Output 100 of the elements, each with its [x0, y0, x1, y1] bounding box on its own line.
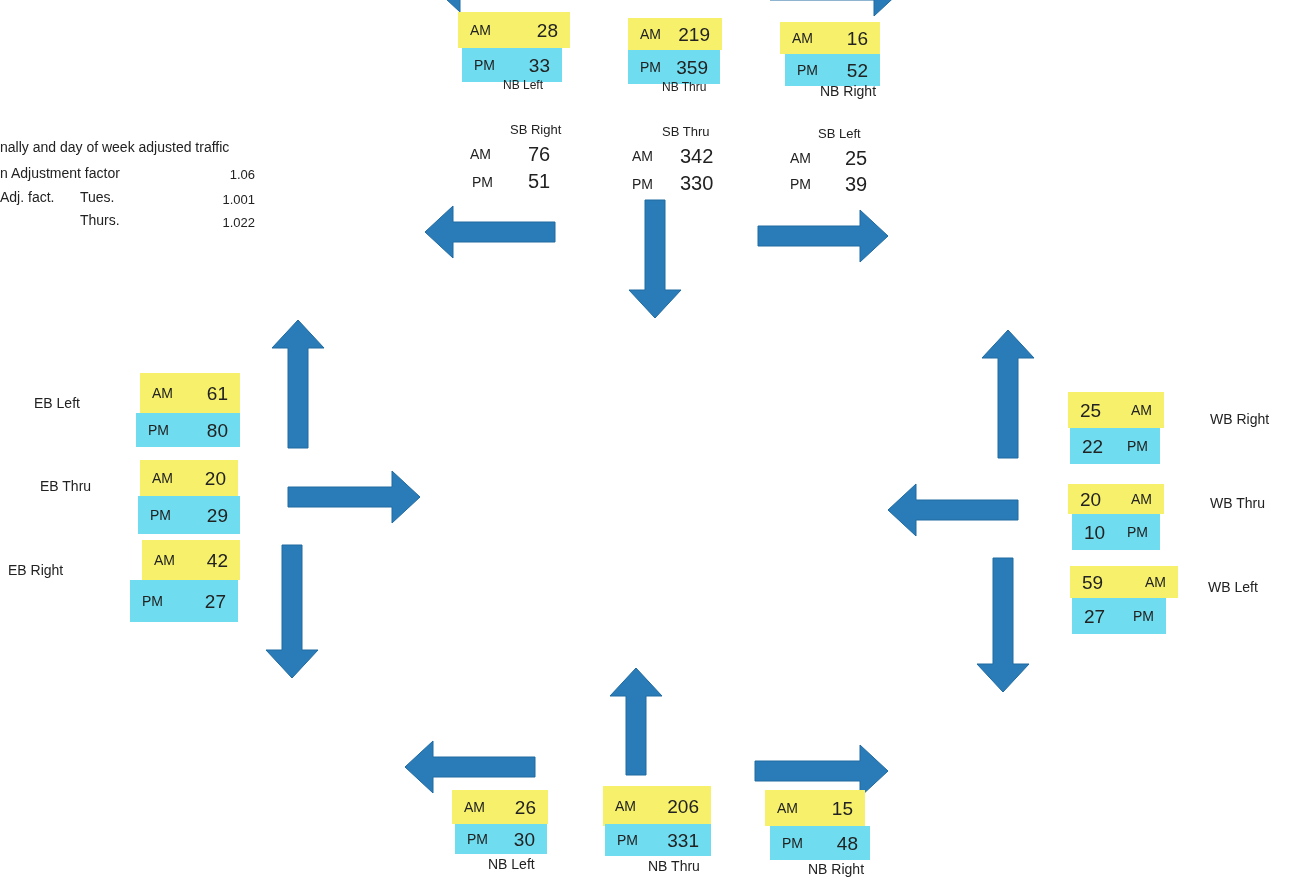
period-label: AM	[792, 31, 813, 45]
period-label: AM	[152, 386, 173, 400]
movement-label: EB Right	[8, 563, 64, 577]
period-label: PM	[797, 63, 818, 77]
factor-value: 1.001	[222, 193, 255, 206]
note-text: Thurs.	[80, 213, 120, 227]
movement-label: NB Left	[503, 79, 544, 91]
am-count-highlight	[140, 460, 238, 496]
period-label: PM	[640, 60, 661, 74]
period-label: AM	[640, 27, 661, 41]
movement-label: NB Right	[820, 84, 877, 98]
period-label: AM	[615, 799, 636, 813]
movement-label: WB Right	[1210, 412, 1270, 426]
period-label: AM	[464, 800, 485, 814]
am-count-highlight	[1070, 566, 1178, 598]
count-value: 27	[1084, 606, 1106, 626]
count-value: 206	[667, 796, 699, 816]
pm-count-highlight	[770, 826, 870, 860]
period-label: AM	[632, 149, 653, 163]
movement-label: NB Right	[808, 862, 865, 876]
period-label: PM	[142, 594, 163, 608]
am-count-highlight	[628, 18, 722, 50]
movement-label: EB Thru	[40, 479, 92, 493]
period-label: AM	[790, 151, 811, 165]
period-label: AM	[777, 801, 798, 815]
period-label: PM	[150, 508, 171, 522]
count-value: 33	[528, 55, 550, 75]
pm-count-highlight	[628, 50, 720, 84]
factor-value: 1.022	[222, 216, 255, 229]
count-value: 39	[845, 174, 868, 194]
am-count-highlight	[603, 786, 711, 826]
pm-count-highlight	[462, 48, 562, 82]
period-label: PM	[148, 423, 169, 437]
count-value: 25	[1080, 400, 1102, 420]
pm-count-highlight	[785, 54, 880, 86]
period-label: AM	[1131, 492, 1152, 506]
period-label: AM	[1131, 403, 1152, 417]
pm-count-highlight	[1072, 598, 1166, 634]
factor-value: 1.06	[229, 168, 255, 181]
count-value: 30	[513, 829, 535, 849]
movement-label: SB Right	[510, 123, 562, 136]
movement-label: SB Thru	[662, 125, 710, 138]
movement-label: SB Left	[818, 127, 861, 140]
period-label: PM	[1127, 525, 1148, 539]
pm-count-highlight	[1072, 514, 1160, 550]
count-value: 28	[536, 20, 558, 40]
count-value: 59	[1082, 572, 1104, 592]
count-value: 26	[514, 797, 536, 817]
count-value: 52	[846, 60, 868, 80]
am-count-highlight	[1068, 484, 1164, 514]
count-value: 15	[831, 798, 853, 818]
am-count-highlight	[140, 373, 240, 413]
period-label: PM	[1127, 439, 1148, 453]
note-text: n Adjustment factor	[0, 166, 120, 180]
count-value: 359	[676, 57, 708, 77]
count-value: 10	[1084, 522, 1106, 542]
count-value: 48	[836, 833, 858, 853]
am-count-highlight	[780, 22, 880, 54]
movement-label: WB Left	[1208, 580, 1258, 594]
am-count-highlight	[1068, 392, 1164, 428]
period-label: PM	[474, 58, 495, 72]
am-count-highlight	[142, 540, 240, 580]
count-value: 51	[528, 171, 551, 191]
count-value: 342	[680, 146, 714, 166]
am-count-highlight	[765, 790, 865, 826]
period-label: AM	[1145, 575, 1166, 589]
pm-count-highlight	[138, 496, 240, 534]
note-text: nally and day of week adjusted traffic	[0, 140, 230, 154]
count-value: 80	[206, 420, 228, 440]
period-label: AM	[152, 471, 173, 485]
movement-label: NB Thru	[648, 859, 700, 873]
am-count-highlight	[458, 12, 570, 48]
period-label: PM	[782, 836, 803, 850]
count-value: 20	[1080, 489, 1102, 509]
period-label: PM	[467, 832, 488, 846]
note-text: Tues.	[80, 190, 115, 204]
count-value: 330	[680, 173, 714, 193]
count-value: 219	[678, 24, 710, 44]
pm-count-highlight	[605, 824, 711, 856]
pm-count-highlight	[1070, 428, 1160, 464]
count-value: 331	[667, 830, 699, 850]
pm-count-highlight	[136, 413, 240, 447]
pm-count-highlight	[130, 580, 238, 622]
pm-count-highlight	[455, 824, 547, 854]
movement-label: NB Left	[488, 857, 535, 871]
movement-label: WB Thru	[1210, 496, 1265, 510]
count-value: 16	[846, 28, 868, 48]
period-label: AM	[470, 23, 491, 37]
count-value: 29	[206, 505, 228, 525]
period-label: PM	[790, 177, 811, 191]
count-value: 25	[845, 148, 868, 168]
period-label: PM	[632, 177, 653, 191]
movement-label: EB Left	[34, 396, 80, 410]
note-text: Adj. fact.	[0, 190, 55, 204]
count-value: 20	[204, 468, 226, 488]
movement-label: NB Thru	[662, 81, 707, 93]
period-label: PM	[617, 833, 638, 847]
period-label: AM	[154, 553, 175, 567]
count-value: 27	[204, 591, 226, 611]
count-value: 76	[528, 144, 551, 164]
